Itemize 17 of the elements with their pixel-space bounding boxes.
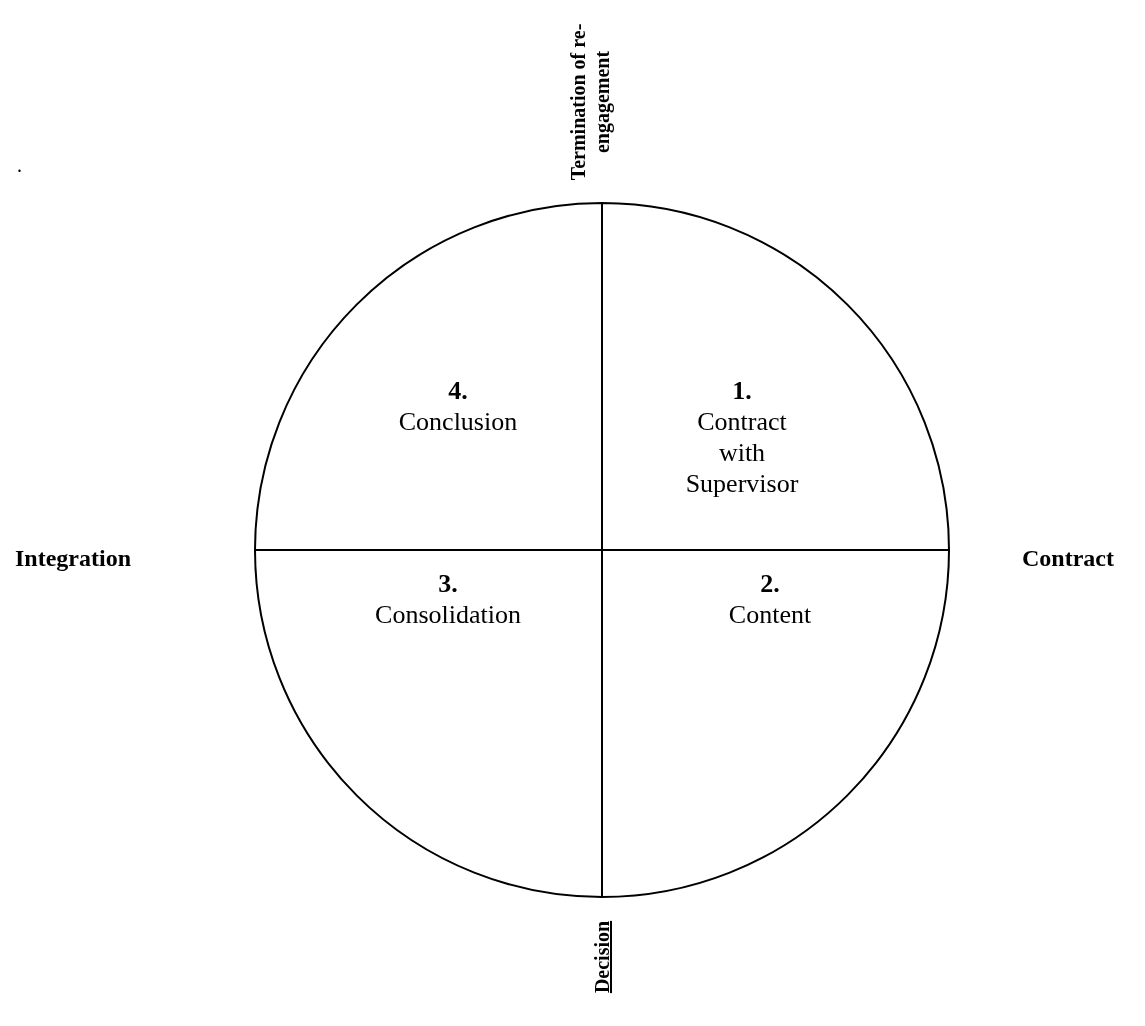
step-name: Consolidation (375, 599, 521, 630)
step-name: Contract with Supervisor (684, 406, 800, 499)
axis-label: Termination of re-engagement (566, 22, 614, 183)
quadrant-sector (602, 550, 949, 897)
step-number: 4. (448, 375, 468, 406)
quadrant-sector (602, 203, 949, 550)
step-number: 1. (732, 375, 752, 406)
step-number: 2. (760, 568, 780, 599)
step-name: Content (728, 599, 812, 630)
step-name: Conclusion (398, 406, 518, 437)
axis-label: . (17, 153, 22, 178)
quadrant-sector (255, 203, 602, 550)
axis-label: Contract (1022, 544, 1114, 573)
axis-label: Integration (15, 544, 131, 573)
quadrant-sector (255, 550, 602, 897)
axis-label: Decision (590, 919, 614, 996)
step-number: 3. (438, 568, 458, 599)
